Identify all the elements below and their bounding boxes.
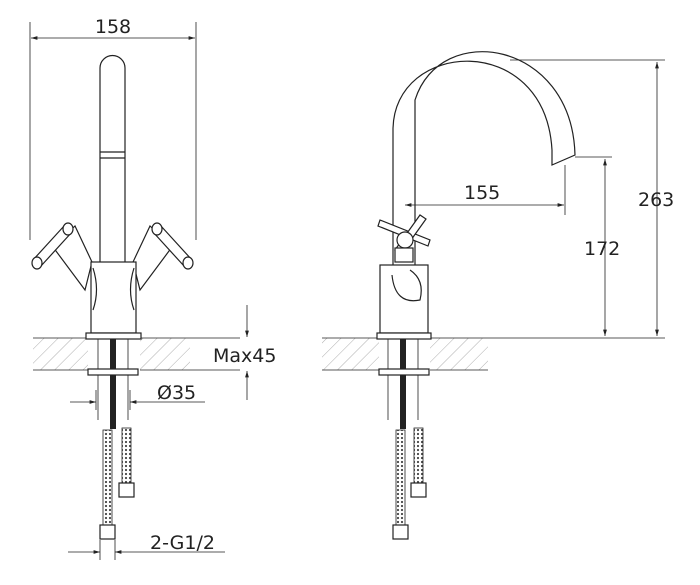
connection-dimension: 2-G1/2 bbox=[150, 532, 215, 554]
counter-hatch-right bbox=[140, 338, 190, 370]
fixing-plate bbox=[87, 368, 139, 376]
right-handle bbox=[132, 222, 194, 292]
spout-reach-dimension: 155 bbox=[464, 182, 500, 204]
hole-diameter-dimension: Ø35 bbox=[157, 382, 196, 404]
base-plate bbox=[85, 332, 142, 340]
left-handle bbox=[31, 222, 93, 292]
hose-2 bbox=[121, 427, 132, 484]
spout-gooseneck bbox=[392, 51, 576, 265]
total-height-dimension: 263 bbox=[638, 189, 674, 211]
body bbox=[90, 261, 137, 334]
front-view: 158 Max45 Ø35 2-G1/2 bbox=[29, 16, 276, 560]
spout bbox=[99, 54, 126, 262]
max-thickness-dimension: Max45 bbox=[213, 345, 276, 367]
width-dimension: 158 bbox=[95, 16, 131, 38]
side-handle bbox=[377, 214, 431, 263]
hose-1 bbox=[102, 429, 113, 526]
side-view: 263 172 155 bbox=[322, 51, 674, 540]
spout-height-dimension: 172 bbox=[584, 238, 620, 260]
threaded-rod bbox=[110, 339, 116, 429]
counter-hatch-left bbox=[33, 338, 88, 370]
